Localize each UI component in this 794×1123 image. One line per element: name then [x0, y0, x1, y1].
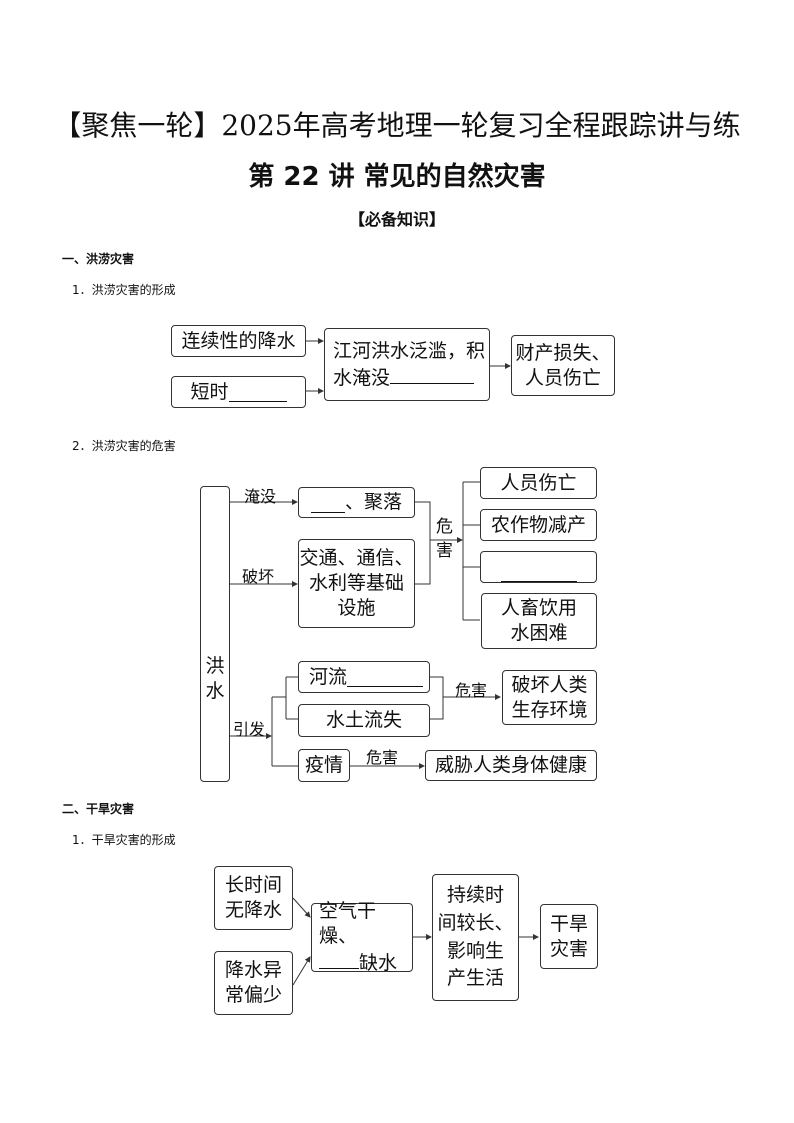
- flood-heading: 一、洪涝灾害: [62, 252, 135, 266]
- label-harm-b: 危害: [366, 748, 399, 767]
- result-line-1: 财产损失、: [515, 341, 611, 364]
- fill-blank[interactable]: [500, 562, 577, 582]
- process-line-1: 江河洪水泛滥，积: [333, 339, 486, 362]
- harm-char-1: 危: [436, 517, 453, 537]
- health-text: 威胁人类身体健康: [434, 754, 587, 777]
- drought-disaster: 干旱 灾害: [540, 904, 598, 969]
- soil-loss-box: 水土流失: [298, 704, 430, 737]
- effect-line-1: 持续时: [446, 884, 504, 907]
- cause1-line-2: 无降水: [224, 899, 282, 921]
- flood-hazard-subheading: 2．洪涝灾害的危害: [72, 439, 176, 453]
- root-flood: 洪 水: [200, 486, 230, 782]
- effect-line-2: 间较长、: [437, 911, 514, 934]
- root-flood-char-2: 水: [205, 680, 225, 702]
- section-tag: 【必备知识】: [348, 210, 445, 229]
- label-harm-a: 危害: [455, 681, 488, 700]
- label-harm-vertical: 危 害: [436, 516, 453, 564]
- drought-formation-subheading: 1．干旱灾害的形成: [72, 833, 176, 847]
- infra-line-3: 设施: [337, 596, 376, 619]
- cause-short-time-text: 短时: [190, 380, 229, 403]
- mid-line-1: 空气干燥、: [319, 900, 377, 948]
- fill-blank[interactable]: [347, 667, 424, 687]
- health-threat-box: 威胁人类身体健康: [425, 750, 597, 781]
- fill-blank[interactable]: [390, 364, 475, 384]
- effect-line-3: 影响生: [446, 939, 504, 962]
- env-line-1: 破坏人类: [511, 673, 588, 696]
- infra-line-1: 交通、通信、: [299, 547, 414, 570]
- root-flood-char-1: 洪: [205, 655, 225, 678]
- effect-crop-text: 农作物减产: [490, 513, 586, 536]
- label-destroy: 破坏: [242, 567, 275, 586]
- process-line-2: 水淹没: [333, 366, 391, 389]
- drought-cause-no-rain: 长时间 无降水: [214, 866, 293, 930]
- fill-blank[interactable]: [310, 493, 345, 513]
- infrastructure-box: 交通、通信、 水利等基础 设施: [298, 539, 415, 628]
- cause-continuous-rain: 连续性的降水: [171, 325, 306, 357]
- soil-loss-text: 水土流失: [325, 709, 402, 732]
- effect-drinking-water: 人畜饮用 水困难: [481, 593, 597, 649]
- result-loss-casualties: 财产损失、 人员伤亡: [511, 335, 615, 396]
- cause-continuous-rain-text: 连续性的降水: [181, 329, 296, 352]
- cause2-line-1: 降水异: [224, 959, 282, 982]
- infra-line-2: 水利等基础: [308, 572, 404, 595]
- label-submerge: 淹没: [244, 487, 277, 506]
- epidemic-box: 疫情: [298, 749, 350, 782]
- drought-dry-air: 空气干燥、 缺水: [311, 900, 413, 974]
- harm-char-2: 害: [436, 540, 453, 561]
- epidemic-text: 疫情: [304, 754, 343, 777]
- effect-water-line-1: 人畜饮用: [500, 597, 577, 620]
- label-trigger: 引发: [233, 720, 266, 739]
- effect-crop-reduction: 农作物减产: [480, 509, 597, 541]
- cause2-line-2: 常偏少: [224, 984, 282, 1006]
- submerge-farmland-settlement: 、聚落: [298, 487, 415, 518]
- cause1-line-1: 长时间: [224, 874, 282, 897]
- drought-heading: 二、干旱灾害: [62, 802, 135, 816]
- flood-formation-subheading: 1．洪涝灾害的形成: [72, 283, 176, 297]
- fill-blank[interactable]: [228, 382, 287, 402]
- result-line-2: 人员伤亡: [524, 366, 601, 389]
- lecture-title: 第 22 讲 常见的自然灾害: [248, 162, 546, 192]
- effect-line-4: 产生活: [446, 967, 504, 990]
- process-flood-overflow: 江河洪水泛滥，积 水淹没: [324, 328, 490, 401]
- drought-prolonged-effect: 持续时 间较长、 影响生 产生活: [432, 874, 519, 1001]
- river-box: 河流: [298, 661, 430, 693]
- effect-casualties-text: 人员伤亡: [500, 471, 577, 494]
- fill-blank[interactable]: [319, 949, 359, 969]
- effect-casualties: 人员伤亡: [480, 467, 597, 499]
- result-line-2: 灾害: [549, 937, 588, 960]
- series-title: 【聚焦一轮】2025年高考地理一轮复习全程跟踪讲与练: [53, 109, 741, 142]
- effect-water-line-2: 水困难: [510, 622, 568, 644]
- effect-blank: [480, 551, 597, 583]
- mid-line-2: 缺水: [359, 951, 398, 974]
- env-damage-box: 破坏人类 生存环境: [502, 670, 597, 725]
- cause-short-time: 短时: [171, 376, 306, 408]
- river-text: 河流: [309, 665, 348, 688]
- env-line-2: 生存环境: [511, 698, 588, 721]
- result-line-1: 干旱: [549, 912, 588, 935]
- submerge-text: 、聚落: [344, 491, 402, 514]
- drought-cause-less-rain: 降水异 常偏少: [214, 951, 293, 1015]
